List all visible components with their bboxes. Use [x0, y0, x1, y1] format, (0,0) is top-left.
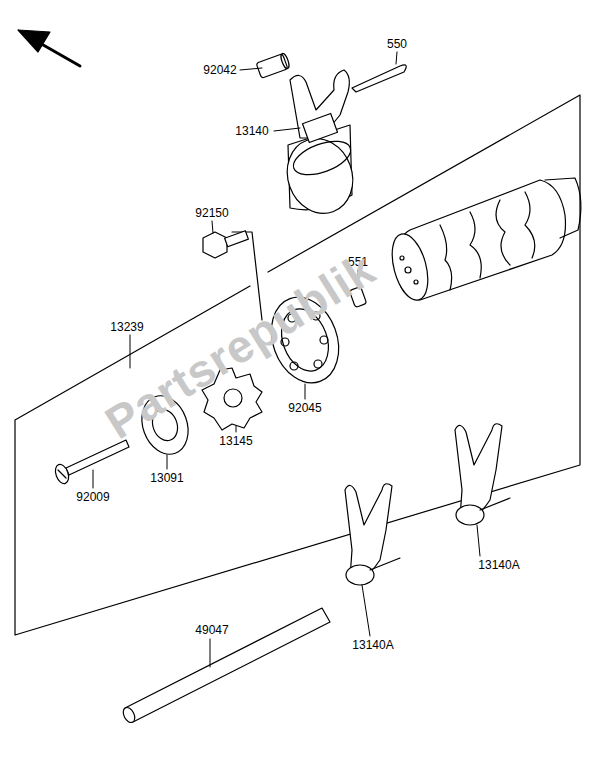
- callout-number: 13140A: [477, 558, 520, 572]
- callout-number: 92045: [287, 401, 322, 415]
- callout-number: 13140A: [351, 638, 394, 652]
- callout-number: 92042: [202, 63, 237, 77]
- bolt: [203, 231, 248, 258]
- callout-number: 13140: [234, 124, 269, 138]
- callout-number: 13091: [149, 471, 184, 485]
- screw: [53, 440, 129, 485]
- callout-number: 13239: [109, 320, 144, 334]
- shift-fork: [277, 70, 363, 223]
- direction-arrow: [18, 30, 80, 66]
- callout-number: 92150: [194, 206, 229, 220]
- assembly-bracket: [15, 95, 580, 635]
- callout-number: 550: [386, 37, 408, 51]
- shift-fork: [455, 424, 510, 525]
- leader-line: [93, 52, 480, 667]
- callout-number: 49047: [194, 623, 229, 637]
- pin-part: [256, 52, 290, 78]
- shift-drum: [386, 178, 581, 304]
- cotter-pin: [352, 65, 406, 92]
- callout-number: 92009: [75, 490, 110, 504]
- shift-fork: [345, 484, 400, 585]
- shift-rod: [121, 608, 330, 724]
- callout-number: 13145: [218, 434, 253, 448]
